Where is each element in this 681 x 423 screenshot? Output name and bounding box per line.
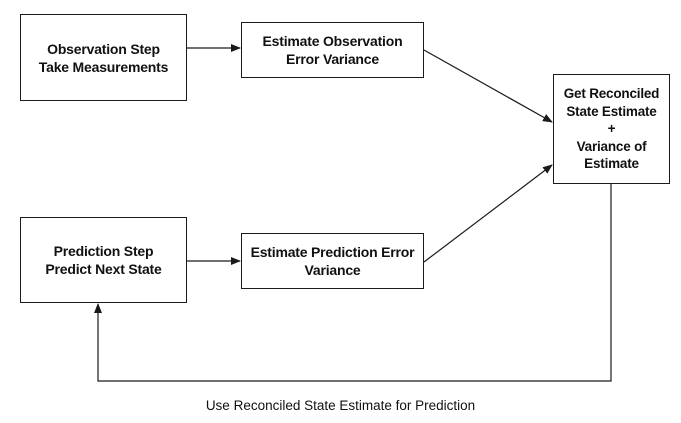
plus-label: + — [607, 121, 616, 137]
estimate-observation-error-box: Estimate Observation Error Variance — [241, 22, 424, 78]
prediction-step-box: Prediction Step Predict Next State — [20, 217, 187, 303]
variance-of-label: Variance of — [576, 138, 647, 154]
observation-step-label: Observation Step — [47, 40, 160, 57]
arrow-estimate-observation-to-reconciled — [423, 49, 553, 123]
reconciled-state-estimate-box: Get Reconciled State Estimate + Variance… — [553, 74, 670, 184]
state-estimate-label: State Estimate — [566, 103, 657, 119]
prediction-step-label: Prediction Step — [53, 243, 154, 259]
feedback-caption: Use Reconciled State Estimate for Predic… — [205, 398, 476, 413]
estimate-prediction-error-box: Estimate Prediction Error Variance — [241, 233, 424, 289]
estimate-observation-label: Estimate Observation — [262, 33, 403, 49]
estimate-prediction-error-label: Estimate Prediction Error — [250, 244, 415, 260]
predict-next-state-label: Predict Next State — [45, 261, 162, 277]
arrow-feedback-reconciled-to-prediction — [94, 184, 612, 382]
observation-step-box: Observation Step Take Measurements — [20, 14, 187, 101]
error-variance-label: Error Variance — [286, 51, 379, 67]
get-reconciled-label: Get Reconciled — [563, 86, 660, 102]
arrow-estimate-prediction-to-reconciled — [423, 164, 553, 263]
estimate-label: Estimate — [584, 156, 639, 172]
take-measurements-label: Take Measurements — [38, 58, 169, 75]
variance-label: Variance — [304, 262, 361, 278]
